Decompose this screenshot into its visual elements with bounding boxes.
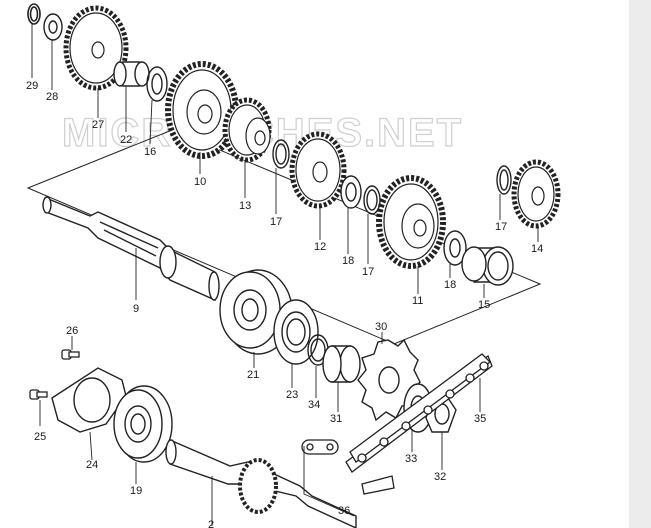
gear-12 xyxy=(289,131,347,209)
label-12: 12 xyxy=(314,241,326,253)
bearing-19 xyxy=(113,385,173,463)
chain-35 xyxy=(345,353,493,473)
label-36: 36 xyxy=(338,505,350,517)
driveshaft-2 xyxy=(165,438,357,528)
bolt-26 xyxy=(61,349,80,360)
label-15: 15 xyxy=(478,299,490,311)
label-35: 35 xyxy=(474,413,486,425)
gear-13 xyxy=(222,97,272,163)
gear-11 xyxy=(376,175,446,269)
label-17b: 17 xyxy=(362,266,374,278)
label-9: 9 xyxy=(133,303,139,315)
label-13: 13 xyxy=(239,200,251,212)
label-16: 16 xyxy=(144,146,156,158)
label-17c: 17 xyxy=(495,221,507,233)
label-29: 29 xyxy=(26,80,38,92)
oil-seal-23 xyxy=(273,299,319,365)
label-32: 32 xyxy=(434,471,446,483)
gear-14 xyxy=(511,159,561,229)
label-23: 23 xyxy=(286,389,298,401)
washer-28 xyxy=(43,13,63,41)
label-14: 14 xyxy=(531,243,543,255)
exploded-view-drawing: MICROFICHES.NET xyxy=(26,3,561,528)
gear-27 xyxy=(63,5,129,91)
washer-18-b xyxy=(443,230,467,266)
bolt-25 xyxy=(29,389,48,400)
label-11: 11 xyxy=(412,295,423,307)
label-30: 30 xyxy=(375,321,387,333)
label-17a: 17 xyxy=(270,216,282,228)
bushing-22 xyxy=(113,61,150,87)
label-10: 10 xyxy=(194,176,206,188)
page-edge xyxy=(629,0,651,528)
chain-joint-36 xyxy=(301,439,395,495)
label-24: 24 xyxy=(86,459,98,471)
spacer-31 xyxy=(322,345,361,383)
washer-18-a xyxy=(340,175,362,209)
ring-17-c xyxy=(496,165,512,195)
label-34: 34 xyxy=(308,399,320,411)
snap-ring-29 xyxy=(27,3,41,25)
label-33: 33 xyxy=(405,453,417,465)
label-2: 2 xyxy=(208,519,214,528)
label-18b: 18 xyxy=(444,279,456,291)
bearing-21 xyxy=(219,269,293,355)
label-18a: 18 xyxy=(342,255,354,267)
label-27: 27 xyxy=(92,119,104,131)
leader-lines xyxy=(31,24,539,526)
label-19: 19 xyxy=(130,485,142,497)
part-labels: 29 28 27 22 16 10 13 17 12 18 17 11 18 1… xyxy=(26,80,543,528)
label-28: 28 xyxy=(46,91,58,103)
ring-17-b xyxy=(363,185,381,215)
ring-17-a xyxy=(272,139,290,169)
label-22: 22 xyxy=(120,134,132,146)
label-26: 26 xyxy=(66,325,78,337)
bushing-15 xyxy=(461,246,514,286)
gear-10 xyxy=(165,61,239,159)
label-31: 31 xyxy=(330,413,342,425)
label-21: 21 xyxy=(247,369,259,381)
countershaft-9 xyxy=(42,196,220,302)
label-25: 25 xyxy=(34,431,46,443)
washer-16 xyxy=(146,66,168,102)
